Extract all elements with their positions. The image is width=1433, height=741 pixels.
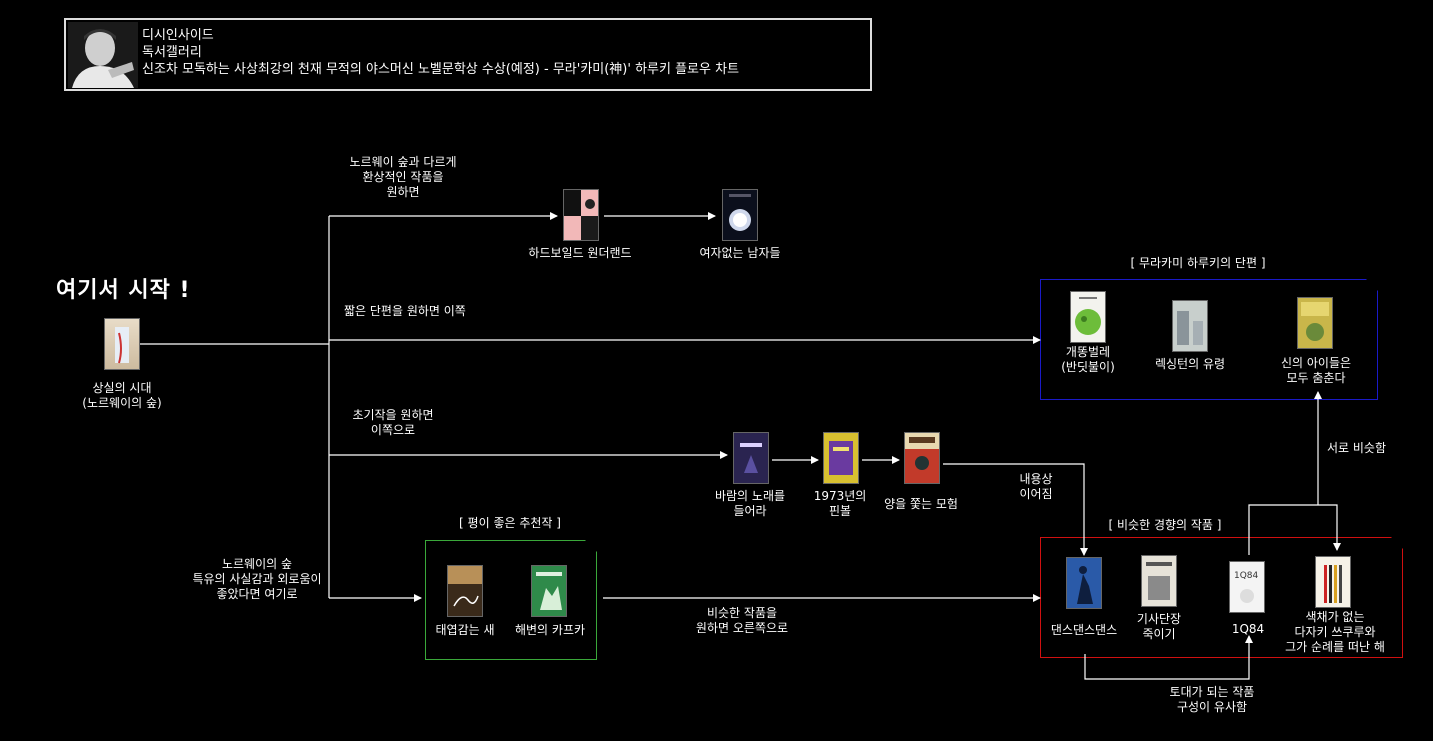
book-cover-sheep[interactable] xyxy=(904,432,940,484)
wire-dance-to-1q84 xyxy=(1084,635,1253,680)
book-title-menwithout: 여자없는 남자들 xyxy=(699,246,781,260)
book-title-1q84: 1Q84 xyxy=(1231,622,1265,636)
book-cover-tsukuru[interactable] xyxy=(1315,556,1351,608)
wire-sheep-to-dance xyxy=(943,463,1088,556)
book-title-kafka: 해변의 카프카 xyxy=(514,623,586,637)
book-title-hardboiled: 하드보일드 원더랜드 xyxy=(528,246,632,260)
wire-similar-link xyxy=(1248,504,1341,555)
book-title-windsong: 바람의 노래를 들어라 xyxy=(714,489,786,518)
book-title-lexington: 렉싱턴의 유령 xyxy=(1154,357,1226,371)
book-cover-windup[interactable] xyxy=(447,565,483,617)
book-title-firefly: 개똥벌레 (반딧불이) xyxy=(1061,345,1115,374)
book-cover-windsong[interactable] xyxy=(733,432,769,484)
book-cover-menwithout[interactable] xyxy=(722,189,758,241)
header-line-gallery: 독서갤러리 xyxy=(142,45,202,60)
header-text: 디시인사이드 독서갤러리 신조차 모독하는 사상최강의 천재 무적의 야스머신 … xyxy=(142,27,739,78)
similar-title: [ 비슷한 경향의 작품 ] xyxy=(1108,518,1222,532)
recommended-box-fold xyxy=(585,540,597,552)
book-title-dance: 댄스댄스댄스 xyxy=(1050,623,1118,637)
book-cover-pinball[interactable] xyxy=(823,432,859,484)
recommended-box xyxy=(425,540,597,660)
header-line-title: 신조차 모독하는 사상최강의 천재 무적의 야스머신 노벨문학상 수상(예정) … xyxy=(142,62,740,77)
author-photo xyxy=(68,22,138,88)
book-cover-lexington[interactable] xyxy=(1172,300,1208,352)
edge-label-continues: 내용상 이어짐 xyxy=(1019,472,1053,501)
book-title-tsukuru: 색채가 없는 다자키 쓰쿠루와 그가 순례를 떠난 해 xyxy=(1285,610,1385,654)
edge-label-similar-right: 비슷한 작품을 원하면 오른쪽으로 xyxy=(695,606,789,635)
edge-label-short: 짧은 단편을 원하면 이쪽 xyxy=(344,304,466,318)
book-title-norwegian: 상실의 시대 (노르웨이의 숲) xyxy=(82,381,162,410)
book-cover-commendatore[interactable] xyxy=(1141,555,1177,607)
start-label: 여기서 시작 ! xyxy=(56,278,191,303)
book-title-godskids: 신의 아이들은 모두 춤춘다 xyxy=(1280,356,1352,385)
svg-text:1Q84: 1Q84 xyxy=(1234,571,1259,581)
header-line-site: 디시인사이드 xyxy=(142,28,214,43)
similar-box-fold xyxy=(1391,537,1403,549)
header-panel: 디시인사이드 독서갤러리 신조차 모독하는 사상최강의 천재 무적의 야스머신 … xyxy=(64,18,872,91)
book-title-pinball: 1973년의 핀볼 xyxy=(813,489,867,518)
book-cover-hardboiled[interactable] xyxy=(563,189,599,241)
book-title-windup: 태엽감는 새 xyxy=(435,623,495,637)
short-stories-box-fold xyxy=(1366,279,1378,291)
edge-label-fantasy: 노르웨이 숲과 다르게 환상적인 작품을 원하면 xyxy=(349,155,457,199)
book-cover-norwegian[interactable] xyxy=(104,318,140,370)
book-title-commendatore: 기사단장 죽이기 xyxy=(1136,612,1182,641)
book-title-sheep: 양을 쫓는 모험 xyxy=(884,497,958,511)
edge-label-realism: 노르웨이의 숲 특유의 사실감과 외로움이 좋았다면 여기로 xyxy=(192,557,322,601)
book-cover-dance[interactable] xyxy=(1066,557,1102,609)
edge-label-similar-each: 서로 비슷함 xyxy=(1327,441,1387,455)
book-cover-1q84[interactable]: 1Q84 xyxy=(1229,561,1265,613)
book-cover-kafka[interactable] xyxy=(531,565,567,617)
book-cover-firefly[interactable] xyxy=(1070,291,1106,343)
edge-label-structure: 토대가 되는 작품 구성이 유사함 xyxy=(1169,685,1255,714)
recommended-title: [ 평이 좋은 추천작 ] xyxy=(459,516,561,530)
short-stories-title: [ 무라카미 하루키의 단편 ] xyxy=(1130,256,1266,270)
book-cover-godskids[interactable] xyxy=(1297,297,1333,349)
edge-label-early: 초기작을 원하면 이쪽으로 xyxy=(352,408,434,437)
